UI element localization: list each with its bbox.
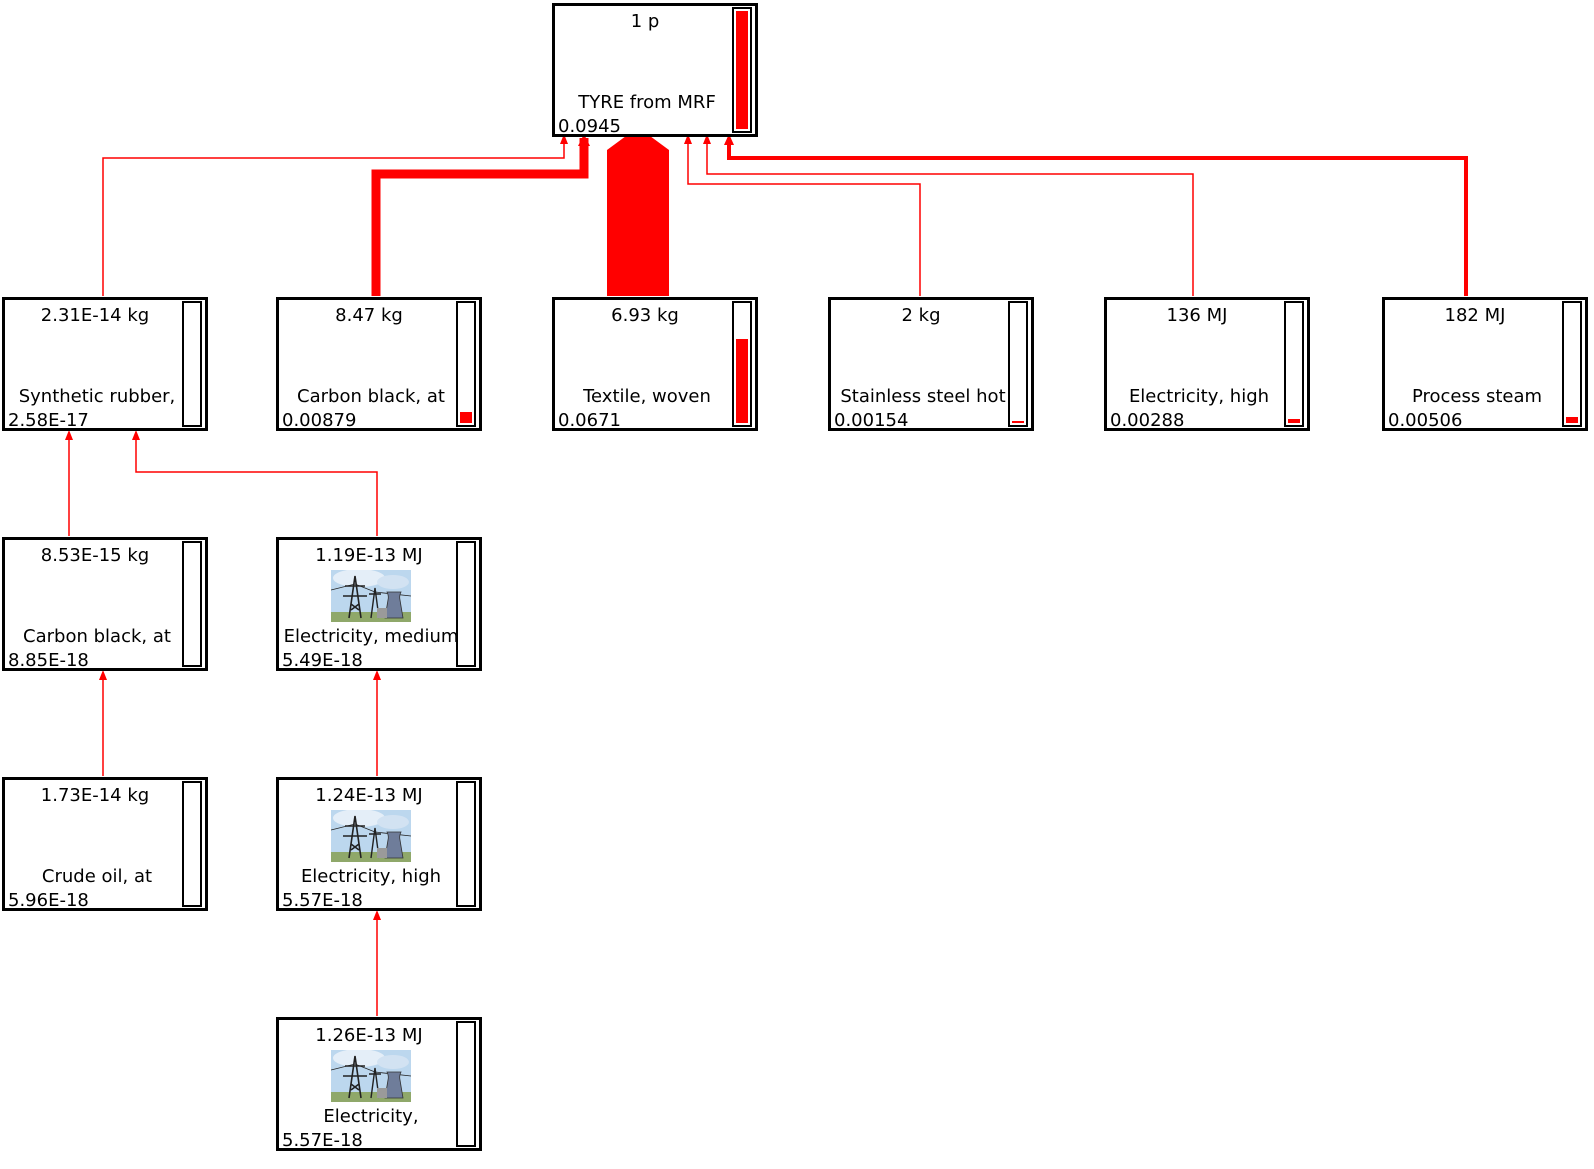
arrow-head bbox=[607, 136, 669, 150]
node-value: 0.0945 bbox=[558, 116, 621, 137]
arrow-head bbox=[578, 134, 590, 146]
indicator-bar bbox=[456, 781, 476, 907]
link-process-steam bbox=[727, 138, 1468, 296]
node-name: Crude oil, at bbox=[41, 866, 153, 887]
node-amount: 136 MJ bbox=[1166, 305, 1228, 326]
node-name: Electricity, high bbox=[300, 866, 442, 887]
indicator-bar bbox=[732, 301, 752, 427]
node-electricity[interactable]: 1.26E-13 MJ Electricity, 5.57E-18 bbox=[276, 1017, 482, 1151]
node-crude-oil[interactable]: 1.73E-14 kg Crude oil, at 5.96E-18 bbox=[2, 777, 208, 911]
node-process-steam[interactable]: 182 MJ Process steam 0.00506 bbox=[1382, 297, 1588, 431]
node-name: TYRE from MRF bbox=[578, 92, 716, 113]
node-value: 0.0671 bbox=[558, 410, 621, 431]
node-electricity-medium[interactable]: 1.19E-13 MJ Electricity, medium 5.49E-18 bbox=[276, 537, 482, 671]
indicator-fill bbox=[1566, 417, 1578, 423]
node-amount: 1.73E-14 kg bbox=[40, 785, 150, 806]
indicator-fill bbox=[1288, 419, 1300, 423]
arrow-head bbox=[65, 430, 73, 440]
node-amount: 8.47 kg bbox=[335, 305, 403, 326]
node-value: 5.49E-18 bbox=[282, 650, 363, 671]
node-name: Synthetic rubber, bbox=[18, 386, 176, 407]
indicator-fill bbox=[460, 412, 472, 423]
node-value: 0.00879 bbox=[282, 410, 357, 431]
arrow-head bbox=[684, 134, 692, 144]
arrow-head bbox=[373, 670, 381, 680]
link-textile bbox=[607, 150, 669, 296]
node-amount: 182 MJ bbox=[1444, 305, 1506, 326]
node-value: 0.00288 bbox=[1110, 410, 1185, 431]
node-name: Electricity, medium bbox=[283, 626, 459, 647]
node-amount: 1 p bbox=[630, 11, 660, 32]
node-name: Electricity, bbox=[323, 1106, 419, 1127]
power-plant-icon bbox=[331, 570, 411, 622]
node-carbon-black[interactable]: 8.47 kg Carbon black, at 0.00879 bbox=[276, 297, 482, 431]
node-value: 2.58E-17 bbox=[8, 410, 89, 431]
arrow-head bbox=[373, 910, 381, 920]
node-amount: 1.26E-13 MJ bbox=[315, 1025, 423, 1046]
node-value: 5.96E-18 bbox=[8, 890, 89, 911]
arrow-head bbox=[724, 134, 734, 145]
indicator-fill bbox=[1012, 421, 1024, 423]
node-electricity-high-2[interactable]: 1.24E-13 MJ Electricity, high 5.57E-18 bbox=[276, 777, 482, 911]
node-amount: 1.19E-13 MJ bbox=[315, 545, 423, 566]
arrow-head bbox=[99, 670, 107, 680]
indicator-bar bbox=[1008, 301, 1028, 427]
indicator-bar bbox=[1562, 301, 1582, 427]
indicator-bar bbox=[182, 781, 202, 907]
node-value: 5.57E-18 bbox=[282, 1130, 363, 1151]
power-plant-icon bbox=[331, 810, 411, 862]
node-amount: 6.93 kg bbox=[611, 305, 679, 326]
arrow-head bbox=[132, 430, 140, 440]
arrow-head bbox=[703, 134, 711, 144]
indicator-bar bbox=[456, 1021, 476, 1147]
node-name: Textile, woven bbox=[583, 386, 711, 407]
node-value: 0.00506 bbox=[1388, 410, 1463, 431]
indicator-bar bbox=[182, 301, 202, 427]
indicator-fill bbox=[736, 11, 748, 129]
node-electricity-high[interactable]: 136 MJ Electricity, high 0.00288 bbox=[1104, 297, 1310, 431]
link-electricity-medium bbox=[135, 440, 378, 536]
indicator-bar bbox=[1284, 301, 1304, 427]
node-textile[interactable]: 6.93 kg Textile, woven 0.0671 bbox=[552, 297, 758, 431]
arrow-head bbox=[560, 134, 568, 144]
indicator-bar bbox=[456, 301, 476, 427]
node-carbon-black-2[interactable]: 8.53E-15 kg Carbon black, at 8.85E-18 bbox=[2, 537, 208, 671]
power-plant-icon bbox=[331, 1050, 411, 1102]
node-name: Carbon black, at bbox=[297, 386, 445, 407]
node-value: 0.00154 bbox=[834, 410, 909, 431]
indicator-bar bbox=[456, 541, 476, 667]
node-amount: 1.24E-13 MJ bbox=[315, 785, 423, 806]
node-name: Stainless steel hot bbox=[840, 386, 1006, 407]
node-amount: 2.31E-14 kg bbox=[40, 305, 150, 326]
link-carbon-black bbox=[371, 138, 589, 296]
indicator-bar bbox=[182, 541, 202, 667]
node-amount: 2 kg bbox=[901, 305, 941, 326]
node-value: 8.85E-18 bbox=[8, 650, 89, 671]
indicator-fill bbox=[736, 339, 748, 423]
node-name: Process steam bbox=[1411, 386, 1543, 407]
node-amount: 8.53E-15 kg bbox=[40, 545, 150, 566]
link-synthetic-rubber bbox=[102, 138, 565, 296]
node-name: Electricity, high bbox=[1128, 386, 1270, 407]
link-stainless bbox=[687, 138, 921, 296]
node-tyre[interactable]: 1 p TYRE from MRF 0.0945 bbox=[552, 3, 758, 137]
node-synthetic-rubber[interactable]: 2.31E-14 kg Synthetic rubber, 2.58E-17 bbox=[2, 297, 208, 431]
link-electricity-high bbox=[706, 138, 1194, 296]
node-name: Carbon black, at bbox=[23, 626, 171, 647]
indicator-bar bbox=[732, 7, 752, 133]
node-value: 5.57E-18 bbox=[282, 890, 363, 911]
node-stainless-steel[interactable]: 2 kg Stainless steel hot 0.00154 bbox=[828, 297, 1034, 431]
